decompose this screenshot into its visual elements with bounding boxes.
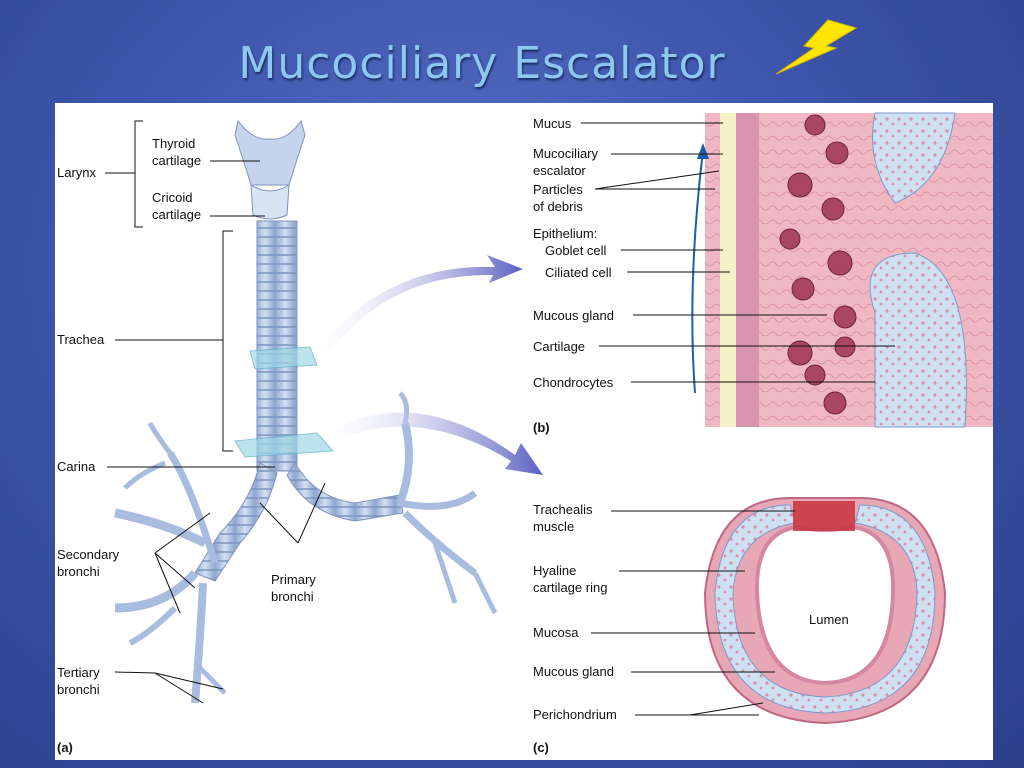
label-cartilage: Cartilage (533, 339, 586, 354)
diagram-art (105, 112, 993, 725)
label-cricoid-cartilage: Cricoid cartilage (152, 190, 202, 222)
label-mucosa: Mucosa (533, 625, 579, 640)
label-trachealis-muscle: Trachealis muscle (533, 502, 593, 534)
slide-title: Mucociliary Escalator (238, 38, 726, 89)
panel-tag-a: (a) (57, 740, 73, 755)
label-perichondrium: Perichondrium (533, 707, 617, 722)
lightning-bolt-icon (775, 19, 858, 75)
label-tertiary-bronchi: Tertiary bronchi (57, 665, 100, 697)
label-mucous-gland-b: Mucous gland (533, 308, 614, 323)
label-carina: Carina (57, 459, 96, 474)
callout-arrow-b (317, 255, 523, 361)
diagram-panel: Larynx Thyroid cartilage Cricoid cartila… (55, 103, 993, 760)
label-particles-of-debris: Particles of debris (533, 182, 583, 214)
panel-tag-b: (b) (533, 420, 550, 435)
label-secondary-bronchi: Secondary bronchi (57, 547, 120, 579)
label-primary-bronchi: Primary bronchi (271, 572, 316, 604)
label-mucociliary-escalator: Mucociliary escalator (533, 146, 599, 178)
label-ciliated-cell: Ciliated cell (545, 265, 612, 280)
callout-arrow-c (325, 412, 543, 475)
label-goblet-cell: Goblet cell (545, 243, 607, 258)
label-larynx: Larynx (57, 165, 97, 180)
label-trachea: Trachea (57, 332, 105, 347)
label-lumen: Lumen (809, 612, 849, 627)
bronchial-tree (114, 119, 498, 704)
label-epithelium: Epithelium: (533, 226, 598, 241)
label-hyaline-cartilage-ring: Hyaline cartilage ring (533, 563, 608, 595)
label-mucous-gland-c: Mucous gland (533, 664, 614, 679)
label-chondrocytes: Chondrocytes (533, 375, 614, 390)
epithelium-histology (691, 112, 993, 428)
label-mucus: Mucus (533, 116, 572, 131)
trachea-cross-section (703, 497, 947, 725)
panel-tag-c: (c) (533, 740, 549, 755)
label-thyroid-cartilage: Thyroid cartilage (152, 136, 202, 168)
